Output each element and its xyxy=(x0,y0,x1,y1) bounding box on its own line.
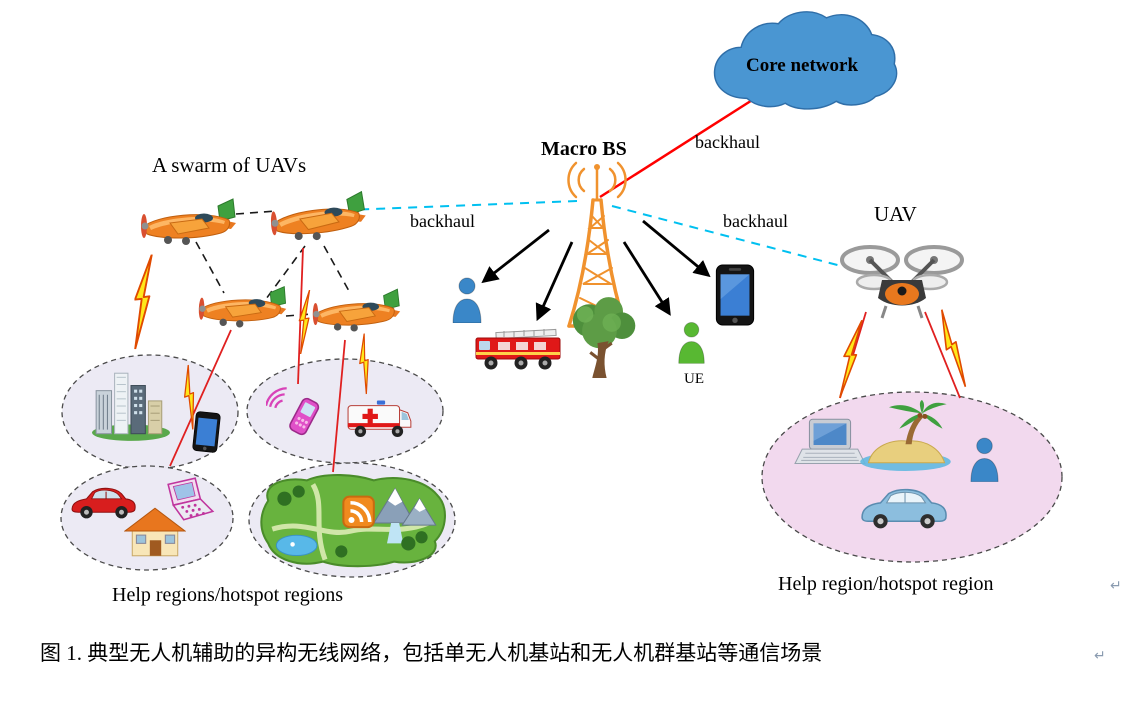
downlink-arrows xyxy=(481,219,711,322)
backhaul-wireless-lines xyxy=(347,200,846,268)
firetruck-icon xyxy=(474,326,564,372)
palm-island-icon xyxy=(858,400,953,472)
person-icon xyxy=(968,436,1001,483)
access-links-left xyxy=(132,247,376,473)
backhaul-swarm-label: backhaul xyxy=(410,211,475,231)
smartphone-icon xyxy=(714,264,756,326)
flip-phone-icon xyxy=(164,476,218,524)
house-icon xyxy=(124,506,186,558)
car-icon xyxy=(858,486,950,534)
ambulance-icon xyxy=(346,396,416,442)
person-icon xyxy=(450,276,484,324)
swarm-title: A swarm of UAVs xyxy=(152,153,307,177)
backhaul-core-label: backhaul xyxy=(695,132,760,152)
quadcopter-icon xyxy=(838,238,966,326)
mobile-phone-icon xyxy=(266,386,326,438)
backhaul-uav-label: backhaul xyxy=(723,211,788,231)
uav-plane-icon xyxy=(138,198,238,256)
uav-plane-icon xyxy=(195,282,289,339)
paragraph-mark: ↵ xyxy=(1110,578,1122,594)
uav-plane-icon xyxy=(310,288,402,342)
laptop-icon xyxy=(794,418,866,472)
tree-icon xyxy=(562,294,640,380)
car-icon xyxy=(70,486,138,522)
access-links-right xyxy=(837,308,977,401)
park-map-icon xyxy=(254,470,452,570)
city-icon xyxy=(90,368,172,442)
uav-title: UAV xyxy=(874,202,917,226)
paragraph-mark: ↵ xyxy=(1094,648,1106,664)
smartphone-icon xyxy=(191,409,222,456)
person-icon xyxy=(676,320,707,365)
help-region-right-label: Help region/hotspot region xyxy=(778,573,994,595)
core-network-label: Core network xyxy=(745,55,859,76)
figure-caption: 图 1. 典型无人机辅助的异构无线网络，包括单无人机基站和无人机群基站等通信场景 xyxy=(40,641,823,665)
ue-label: UE xyxy=(684,371,704,387)
swarm-mesh-lines xyxy=(195,210,350,317)
uav-plane-icon xyxy=(267,190,370,253)
macro-bs-label: Macro BS xyxy=(541,138,627,160)
cloud-icon xyxy=(698,10,903,118)
help-regions-left-label: Help regions/hotspot regions xyxy=(112,584,344,606)
